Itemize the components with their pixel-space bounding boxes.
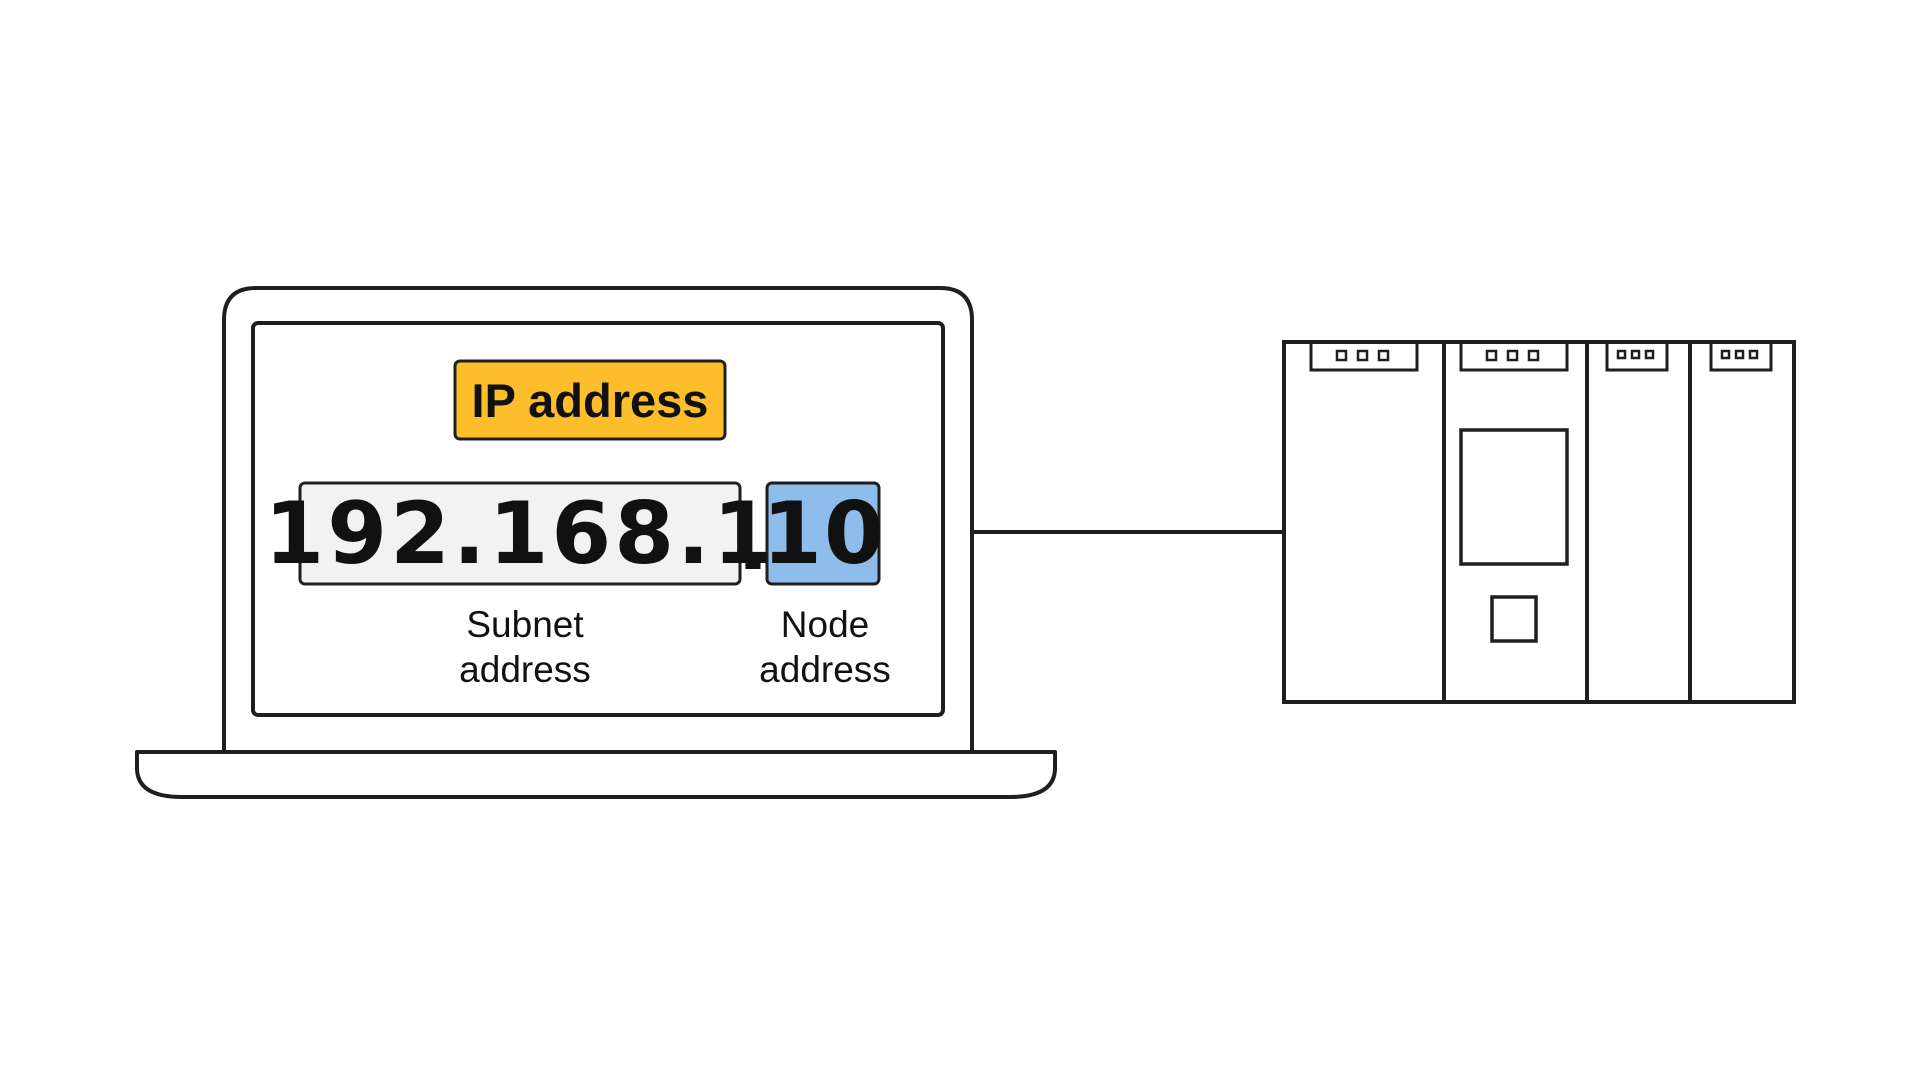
node-address-value: 10 [762, 484, 886, 584]
laptop-icon [135, 286, 1057, 799]
subnet-address-caption: Subnet address [459, 604, 591, 690]
ip-address-label: IP address [471, 373, 709, 427]
plc-connector [1709, 340, 1773, 372]
ip-address-badge [453, 359, 727, 441]
subnet-field [298, 481, 742, 586]
laptop-lid [222, 286, 974, 752]
plc-connector-pins [1335, 349, 1759, 362]
laptop-screen [251, 321, 945, 717]
plc-rack-outline [1282, 340, 1796, 704]
plc-connector [1459, 340, 1569, 372]
plc-display [1459, 428, 1569, 566]
plc-button [1490, 595, 1538, 643]
plc-rack-icon [1282, 340, 1796, 704]
plc-connector [1605, 340, 1669, 372]
plc-connector [1309, 340, 1419, 372]
node-field [765, 481, 881, 586]
laptop-base [135, 750, 1057, 799]
subnet-address-value: 192.168.1 [264, 484, 776, 584]
node-address-caption: Node address [759, 604, 891, 690]
ip-separator: . [736, 490, 770, 590]
